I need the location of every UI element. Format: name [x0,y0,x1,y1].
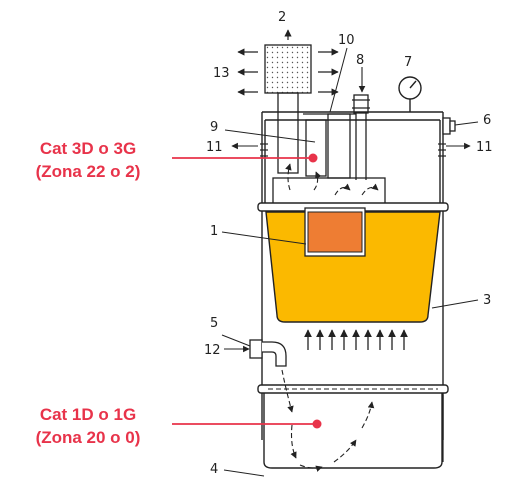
lower-zone-name: (Zona 20 o 0) [36,428,141,447]
lower-zone-category: Cat 1D o 1G [40,405,136,424]
filter-unit [264,44,312,174]
part-number-labels: 2 10 8 7 13 6 9 11 11 1 3 5 12 4 [204,10,493,477]
label-1: 1 [210,224,218,239]
label-3: 3 [483,293,491,308]
label-11-right: 11 [476,140,493,155]
hopper [257,202,449,323]
leader-arrows [224,67,471,353]
label-12: 12 [204,343,221,358]
label-4: 4 [210,462,218,477]
upper-zone-name: (Zona 22 o 2) [36,162,141,181]
side-fitting [442,117,456,135]
label-7: 7 [404,55,412,70]
lower-bin [257,384,449,469]
label-10: 10 [338,33,355,48]
label-11-left: 11 [206,140,223,155]
label-5: 5 [210,316,218,331]
zone-labels: Cat 3D o 3G (Zona 22 o 2) Cat 1D o 1G (Z… [36,139,141,447]
airflow-arrows [281,163,379,472]
upper-chamber [272,113,386,209]
inlet-pipe [352,94,370,180]
label-9: 9 [210,120,218,135]
zone-callout-lines [172,153,322,429]
pressure-gauge [398,76,422,112]
leader-lines [221,47,479,477]
label-2: 2 [278,10,286,25]
exhaust-arrows [237,29,339,96]
label-8: 8 [356,53,364,68]
elbow-pipe [249,339,287,367]
upper-zone-category: Cat 3D o 3G [40,139,136,158]
port-markers [260,143,446,157]
label-6: 6 [483,113,491,128]
upflow-arrows [304,329,408,350]
label-13: 13 [213,66,230,81]
